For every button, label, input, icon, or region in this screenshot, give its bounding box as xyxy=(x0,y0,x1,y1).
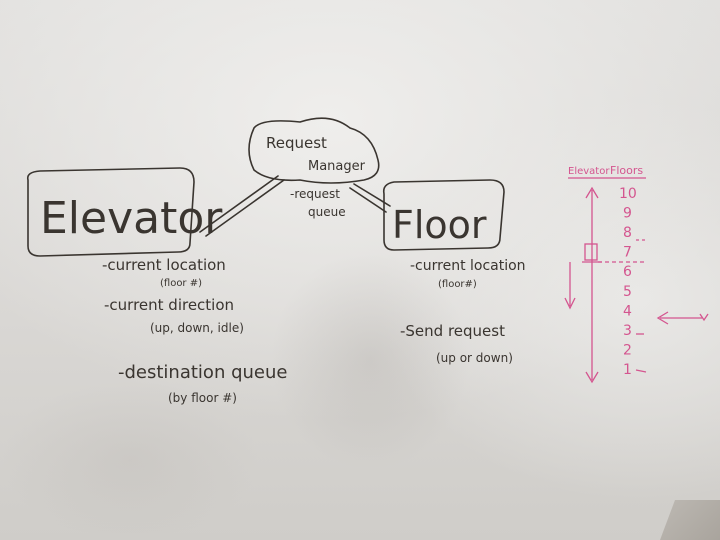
elevator-current-direction-sub: (up, down, idle) xyxy=(150,321,244,335)
floor-number-10: 10 xyxy=(619,186,637,202)
floor-number-4: 4 xyxy=(623,303,632,319)
floor-send-request: -Send request xyxy=(400,322,505,340)
floor-box: Floor xyxy=(382,179,505,251)
eraser-smudge xyxy=(270,250,470,470)
request-queue-line1: -request xyxy=(290,187,340,201)
floor-current-location-sub: (floor#) xyxy=(438,279,477,290)
floor-number-7: 7 xyxy=(623,245,632,261)
shaft-label-elevator: Elevator xyxy=(568,166,610,177)
shaft-label-floors: Floors xyxy=(610,164,643,177)
floor-send-request-sub: (up or down) xyxy=(436,351,513,365)
elevator-current-direction: -current direction xyxy=(104,296,234,314)
request-manager-box: Request Manager xyxy=(248,117,380,184)
direction-down-arrowhead xyxy=(564,297,576,310)
floor-notes: -current location (floor#) -Send request… xyxy=(400,258,526,365)
request-arrow-head xyxy=(656,311,669,325)
floor-number-3: 3 xyxy=(623,323,632,339)
request-manager-line1: Request xyxy=(266,134,327,152)
request-queue-line2: queue xyxy=(308,205,346,219)
elevator-shaft-diagram: Elevator Floors 10 9 8 7 6 5 4 3 2 1 xyxy=(564,164,709,384)
floor-number-list: 10 9 8 7 6 5 4 3 2 1 xyxy=(619,186,637,378)
eraser-smudge-lower xyxy=(0,380,260,540)
elevator-destination-queue: -destination queue xyxy=(118,362,287,383)
request-manager-line2: Manager xyxy=(308,159,366,174)
floor-tick-1 xyxy=(635,369,647,373)
floor-number-1: 1 xyxy=(623,362,632,378)
elevator-current-location: -current location xyxy=(102,256,226,274)
floor-number-9: 9 xyxy=(623,206,632,222)
floor-title: Floor xyxy=(392,203,487,247)
floor-number-5: 5 xyxy=(623,284,632,300)
floor-number-8: 8 xyxy=(623,225,632,241)
shaft-down-arrow xyxy=(585,371,599,384)
elevator-car xyxy=(584,243,598,261)
shaft-up-arrow xyxy=(585,186,599,199)
elevator-title: Elevator xyxy=(40,193,223,244)
floor-current-location: -current location xyxy=(410,258,526,274)
elevator-notes: -current location (floor #) -current dir… xyxy=(102,256,287,405)
floor-number-2: 2 xyxy=(623,342,632,358)
elevator-current-location-sub: (floor #) xyxy=(160,278,202,289)
connector-elevator-manager xyxy=(199,175,285,237)
elevator-box: Elevator xyxy=(26,167,223,257)
elevator-destination-queue-sub: (by floor #) xyxy=(168,391,237,405)
request-arrow-tail xyxy=(699,313,709,322)
floor-number-6: 6 xyxy=(623,264,632,280)
